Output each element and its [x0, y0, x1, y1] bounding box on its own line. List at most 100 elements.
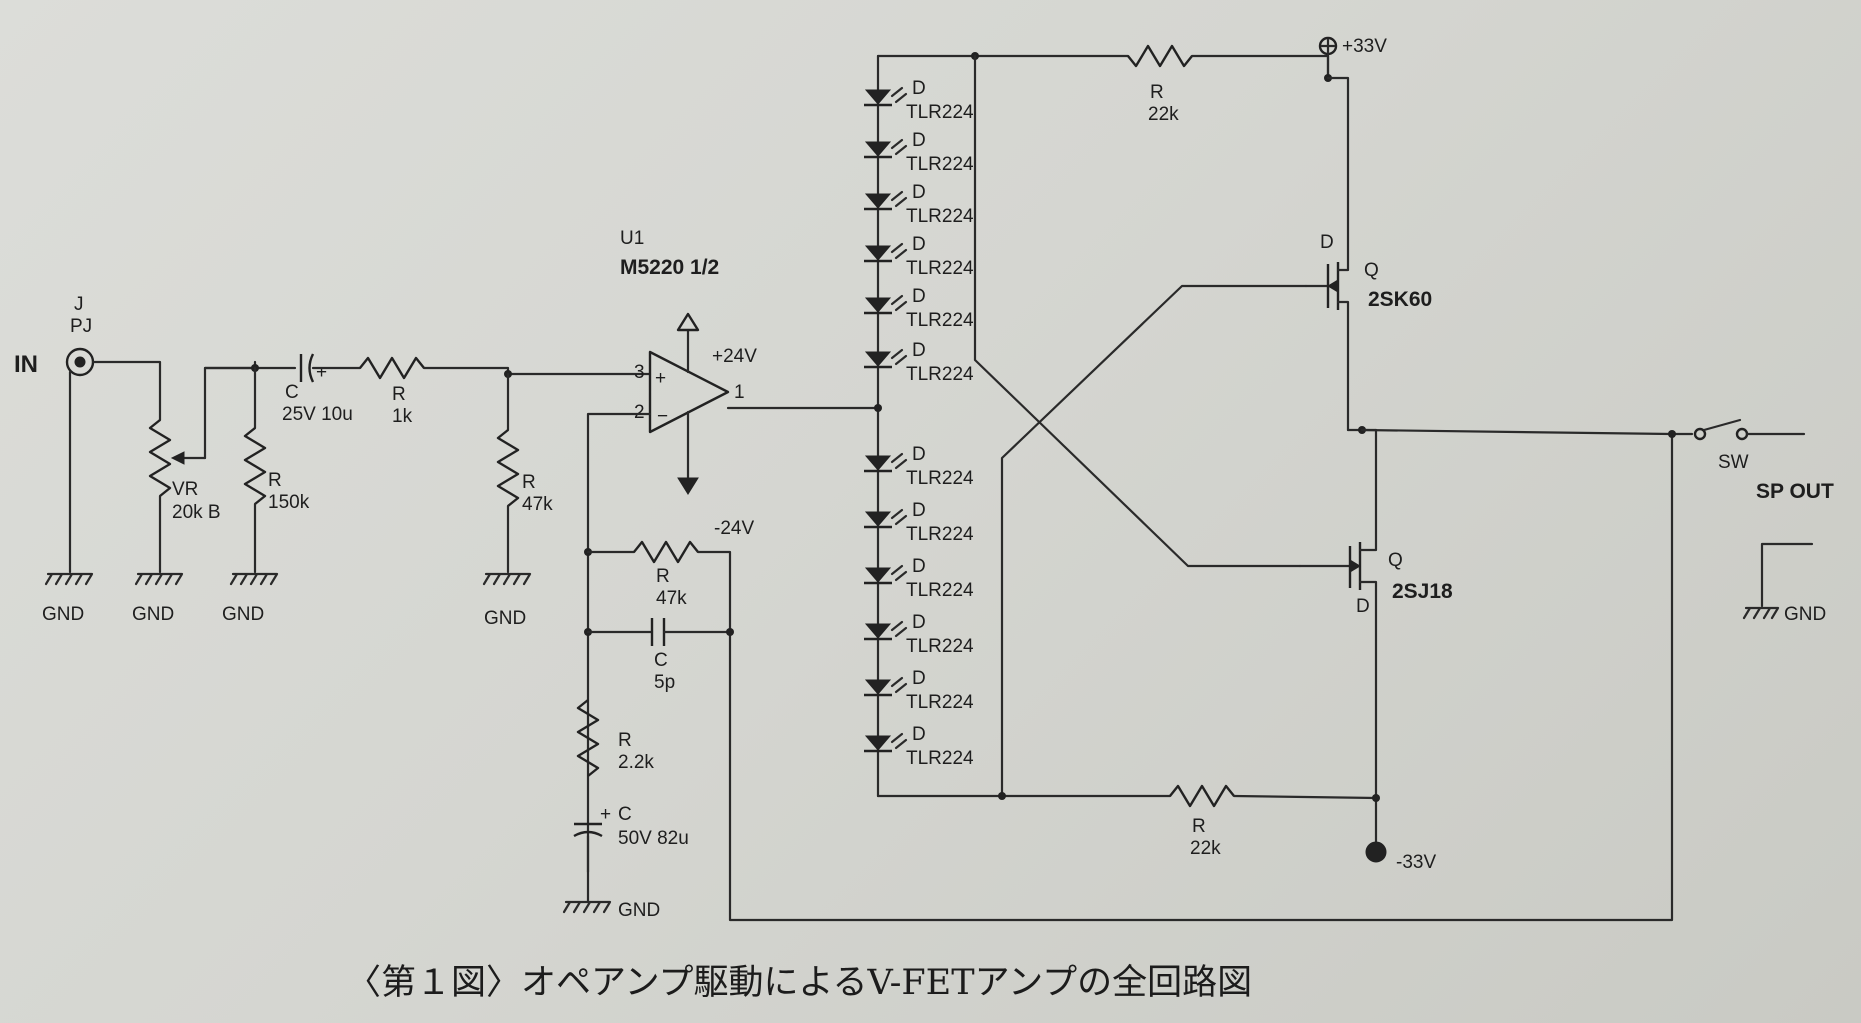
- gnd-symbol: [1742, 606, 1780, 620]
- q-top-source: [1336, 300, 1350, 432]
- led-triangle-icon: [864, 245, 892, 261]
- q-top-part: 2SK60: [1368, 288, 1432, 311]
- gnd-symbol: [44, 572, 94, 586]
- led-part: TLR224: [906, 258, 974, 279]
- gnd-label: GND: [222, 604, 264, 625]
- cap-in-value: 25V 10u: [282, 404, 353, 425]
- led-part: TLR224: [906, 206, 974, 227]
- supply-pos-plus: [1320, 38, 1336, 54]
- led-ref: D: [912, 182, 926, 203]
- wire-wiper-node: [203, 360, 257, 460]
- wire-spout-gnd: [1760, 542, 1814, 608]
- resistor-22k-bottom: [1169, 784, 1235, 808]
- r47k-in-value: 47k: [522, 494, 553, 515]
- opamp-vpos: +24V: [712, 346, 757, 367]
- led-ref: D: [912, 500, 926, 521]
- led-light-rays-icon: [890, 86, 908, 104]
- opamp-section: U1 M5220 1/2 + − 3 2 1 +24V -24V R 47k C: [562, 228, 1674, 922]
- led-part: TLR224: [906, 692, 974, 713]
- opamp-pin2: 2: [634, 402, 645, 423]
- r1k-value: 1k: [392, 406, 413, 427]
- led-light-rays-icon: [890, 242, 908, 260]
- capacitor-82u: [573, 822, 603, 838]
- vneg-arrow-icon: [677, 477, 699, 495]
- rbot-ref: R: [1192, 816, 1206, 837]
- rfb-value: 47k: [656, 588, 687, 609]
- resistor-47k-in: [496, 429, 520, 507]
- vr-wiper-arrow: [170, 451, 185, 465]
- led-triangle-icon: [864, 297, 892, 313]
- capacitor-5p: [650, 618, 666, 646]
- c82u-plus: +: [600, 804, 611, 825]
- switch-contact-left: [1693, 427, 1707, 441]
- vpos-arrow-icon: [676, 312, 700, 332]
- supply-neg-symbol: [1365, 841, 1387, 863]
- rtop-value: 22k: [1148, 104, 1179, 125]
- q-top-drain: [1326, 76, 1350, 272]
- led-ref: D: [912, 668, 926, 689]
- wire-gate-cross-2: [1000, 284, 1308, 798]
- led-diode: D TLR224: [864, 78, 974, 123]
- led-light-rays-icon: [890, 676, 908, 694]
- r2k2-value: 2.2k: [618, 752, 654, 773]
- opamp-vneg: -24V: [714, 518, 754, 539]
- input-section: IN J PJ VR 20k B R 150k + C 25V 10u: [14, 294, 652, 574]
- led-triangle-icon: [864, 623, 892, 639]
- wire-r1k-opamp: [422, 366, 652, 376]
- led-triangle-icon: [864, 351, 892, 367]
- led-triangle-icon: [864, 193, 892, 209]
- resistor-1k: [359, 356, 425, 380]
- wire-gate-cross-1: [973, 54, 1302, 568]
- gnd-label: GND: [1784, 604, 1826, 625]
- vr-ref: VR: [172, 479, 198, 500]
- led-ref: D: [912, 724, 926, 745]
- led-ref: D: [912, 556, 926, 577]
- q-bot-arrow-icon: [1349, 559, 1361, 573]
- wire-output: [1360, 428, 1694, 436]
- led-diodes: DTLR224DTLR224DTLR224DTLR224DTLR224DTLR2…: [864, 78, 974, 769]
- rtop-ref: R: [1150, 82, 1164, 103]
- wire-top-rail-right: [1190, 54, 1330, 80]
- led-triangle-icon: [864, 567, 892, 583]
- opamp-part: M5220 1/2: [620, 256, 719, 279]
- switch-contact-right: [1735, 427, 1749, 441]
- opamp-ref: U1: [620, 228, 644, 249]
- wire-jack-vr: [91, 360, 162, 422]
- led-part: TLR224: [906, 636, 974, 657]
- led-ref: D: [912, 286, 926, 307]
- led-light-rays-icon: [890, 732, 908, 750]
- resistor-2k2: [576, 699, 600, 777]
- junction-dot: [726, 628, 734, 636]
- led-ref: D: [912, 340, 926, 361]
- q-bot-source: [1358, 428, 1378, 552]
- q-top-arrow-icon: [1327, 279, 1339, 293]
- led-light-rays-icon: [890, 508, 908, 526]
- led-part: TLR224: [906, 310, 974, 331]
- q-bot-d: D: [1356, 596, 1370, 617]
- led-part: TLR224: [906, 102, 974, 123]
- led-ref: D: [912, 78, 926, 99]
- led-triangle-icon: [864, 679, 892, 695]
- led-part: TLR224: [906, 524, 974, 545]
- led-light-rays-icon: [890, 138, 908, 156]
- r150k-value: 150k: [268, 492, 310, 513]
- gnd-symbol: [229, 572, 279, 586]
- wire-fb-return: [696, 432, 1674, 922]
- input-label: IN: [14, 351, 38, 378]
- led-string: DTLR224DTLR224DTLR224DTLR224DTLR224DTLR2…: [864, 54, 974, 798]
- figure-caption: 〈第１図〉オペアンプ駆動によるV-FETアンプの全回路図: [346, 963, 1252, 1003]
- q-bot-part: 2SJ18: [1392, 580, 1453, 603]
- q-bot-drain: [1358, 580, 1378, 800]
- led-ref: D: [912, 234, 926, 255]
- junction-dot: [874, 404, 882, 412]
- led-triangle-icon: [864, 455, 892, 471]
- r2k2-ref: R: [618, 730, 632, 751]
- led-light-rays-icon: [890, 190, 908, 208]
- ground-symbols-input: GND GND GND GND: [42, 572, 532, 629]
